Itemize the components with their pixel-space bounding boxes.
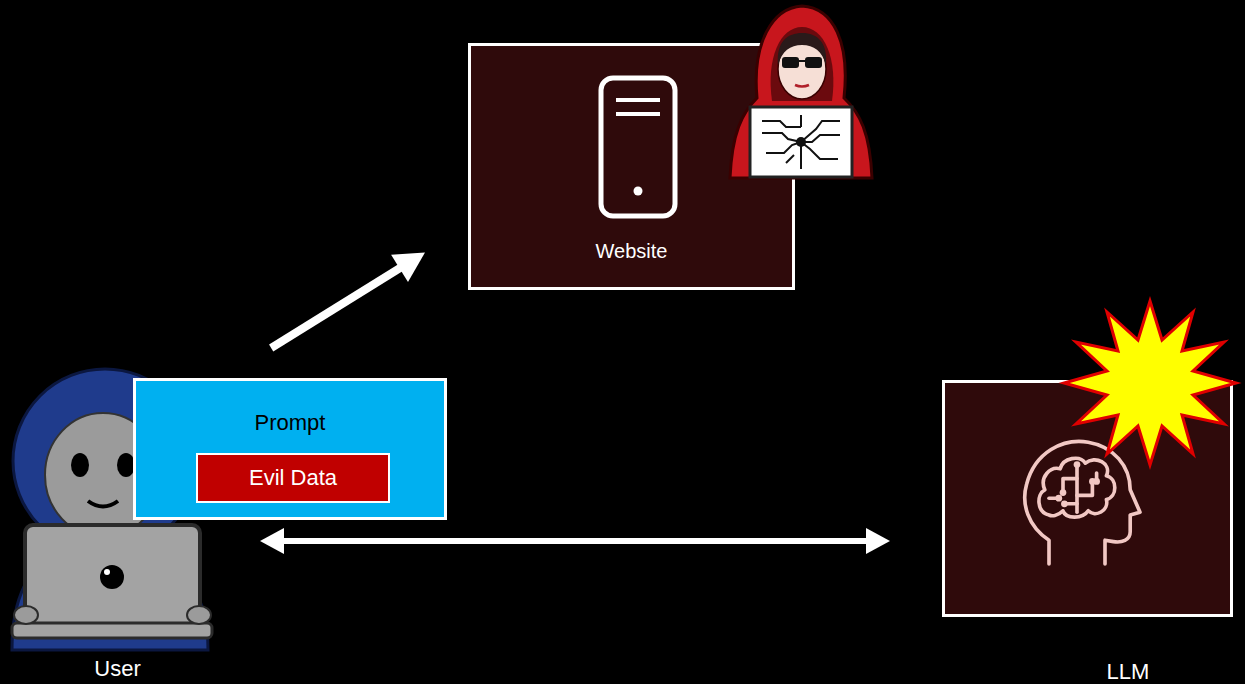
user-laptop xyxy=(25,525,200,627)
laptop-base xyxy=(12,623,212,638)
server-slot xyxy=(616,112,660,116)
circuit-pattern xyxy=(762,115,840,169)
arrow-shaft xyxy=(271,267,401,348)
server-icon xyxy=(596,73,680,221)
user-face xyxy=(45,413,161,537)
circuit-node xyxy=(796,137,806,147)
text-holder: Website xyxy=(471,239,792,263)
arrow-shaft xyxy=(282,538,868,544)
node-label: User xyxy=(94,656,140,682)
arrow-head xyxy=(391,253,425,282)
user-smile xyxy=(88,501,118,507)
arrow-head xyxy=(866,528,890,554)
brain-nodes xyxy=(1055,461,1100,507)
node-label: Evil Data xyxy=(249,465,337,491)
flow-arrow xyxy=(260,528,890,554)
sunglasses xyxy=(782,57,799,68)
sunglasses-bridge xyxy=(799,60,805,62)
arrow-head xyxy=(260,528,284,554)
text-holder: LLM xyxy=(1078,659,1178,684)
hacker-figure xyxy=(722,3,878,178)
text-holder: User xyxy=(0,656,235,682)
website-box: Website xyxy=(468,43,795,290)
user-hand xyxy=(187,606,211,624)
node-label: LLM xyxy=(1107,659,1150,684)
node-label: Prompt xyxy=(255,410,326,436)
server-outline xyxy=(601,78,675,216)
laptop-logo-shine xyxy=(104,569,110,575)
brain-strokes xyxy=(1025,441,1140,564)
llm-box: LLM xyxy=(942,380,1233,617)
user-eye xyxy=(71,453,89,477)
hacker-mouth xyxy=(795,85,809,87)
hood-opening xyxy=(771,27,834,101)
hacker-laptop xyxy=(750,107,852,177)
brain-icon xyxy=(1007,431,1147,571)
laptop-logo xyxy=(100,565,124,589)
burst-shape xyxy=(1064,301,1236,465)
hacker-hood xyxy=(730,6,872,178)
text-holder: Prompt xyxy=(136,410,444,436)
user-hand xyxy=(14,606,38,624)
user-eye xyxy=(117,453,135,477)
sunglasses xyxy=(805,57,822,68)
prompt-box: PromptEvil Data xyxy=(133,378,447,520)
node-label: Website xyxy=(596,239,668,263)
server-led xyxy=(634,187,643,196)
explosion-burst xyxy=(1057,295,1243,473)
evil-data-box: Evil Data xyxy=(196,453,390,503)
text-holder: Evil Data xyxy=(198,465,388,491)
flow-arrow xyxy=(271,253,425,349)
server-slot xyxy=(616,98,660,102)
